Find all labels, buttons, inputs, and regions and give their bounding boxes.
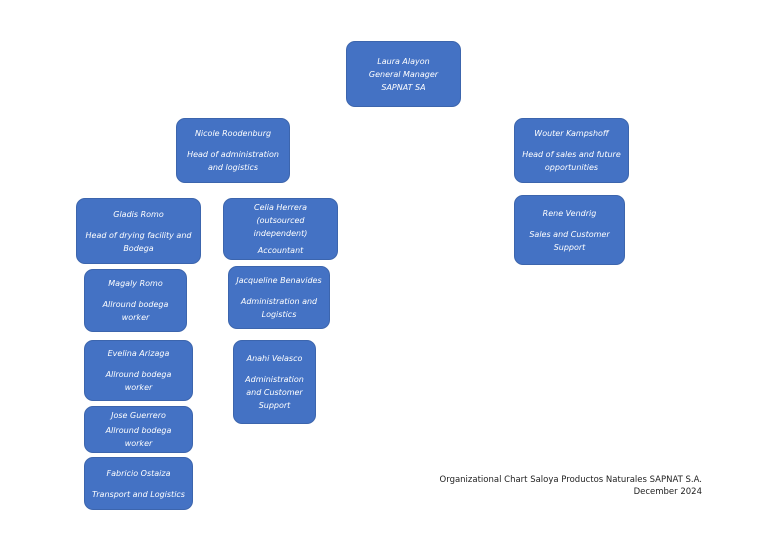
- node-role: worker: [121, 313, 150, 322]
- node-name: Gladis Romo: [113, 209, 164, 219]
- node-role: Allround bodega: [102, 300, 169, 309]
- node-name: Jacqueline Benavides: [236, 276, 322, 285]
- node-role: Head of sales and future: [522, 150, 621, 159]
- node-role: Support: [553, 242, 586, 252]
- node-accountant: Celia Herrera (outsourced independent) A…: [223, 198, 338, 260]
- node-role: and logistics: [207, 163, 259, 172]
- node-role: Accountant: [257, 246, 304, 255]
- node-role: Sales and Customer: [529, 229, 610, 239]
- node-magaly: Magaly Romo Allround bodega worker: [84, 269, 187, 332]
- node-name: Rene Vendrig: [542, 208, 597, 218]
- node-role: Administration: [245, 375, 304, 384]
- node-name: Fabricio Ostaiza: [106, 468, 171, 478]
- node-role: Head of drying facility and: [85, 230, 192, 240]
- node-role: Transport and Logistics: [92, 489, 185, 499]
- node-name: Wouter Kampshoff: [534, 129, 609, 138]
- node-name: independent): [253, 229, 308, 238]
- node-name: Magaly Romo: [108, 279, 163, 288]
- node-role: opportunities: [544, 163, 599, 172]
- node-jacqueline: Jacqueline Benavides Administration and …: [228, 266, 330, 329]
- node-role: Bodega: [123, 243, 154, 253]
- node-name: Evelina Arizaga: [107, 349, 170, 358]
- node-name: Nicole Roodenburg: [194, 129, 272, 138]
- node-head-sales: Wouter Kampshoff Head of sales and futur…: [514, 118, 629, 183]
- node-jose: Jose Guerrero Allround bodega worker: [84, 406, 193, 453]
- node-role: Logistics: [261, 310, 297, 319]
- node-role: Administration and: [240, 297, 318, 306]
- node-head-drying: Gladis Romo Head of drying facility and …: [76, 198, 201, 264]
- node-fabricio: Fabricio Ostaiza Transport and Logistics: [84, 457, 193, 510]
- chart-caption: Organizational Chart Saloya Productos Na…: [440, 474, 702, 498]
- node-role: Support: [258, 401, 291, 410]
- node-name: Anahi Velasco: [246, 354, 303, 363]
- node-general-manager: Laura Alayon General Manager SAPNAT SA: [346, 41, 461, 107]
- node-head-administration: Nicole Roodenburg Head of administration…: [176, 118, 290, 183]
- node-anahi: Anahi Velasco Administration and Custome…: [233, 340, 316, 424]
- caption-title: Organizational Chart Saloya Productos Na…: [439, 475, 702, 485]
- node-sales-support: Rene Vendrig Sales and Customer Support: [514, 195, 625, 265]
- node-name: Jose Guerrero: [111, 411, 166, 420]
- node-role: Allround bodega worker: [105, 370, 172, 392]
- node-role: SAPNAT SA: [381, 82, 426, 92]
- node-role: Head of administration: [187, 150, 279, 159]
- node-role: Allround bodega worker: [105, 426, 172, 448]
- node-name: Laura Alayon: [377, 56, 430, 66]
- node-role: and Customer: [246, 388, 303, 397]
- caption-date: December 2024: [633, 487, 702, 497]
- node-evelina: Evelina Arizaga Allround bodega worker: [84, 340, 193, 401]
- node-name: Celia Herrera (outsourced: [253, 203, 308, 225]
- node-role: General Manager: [368, 69, 439, 79]
